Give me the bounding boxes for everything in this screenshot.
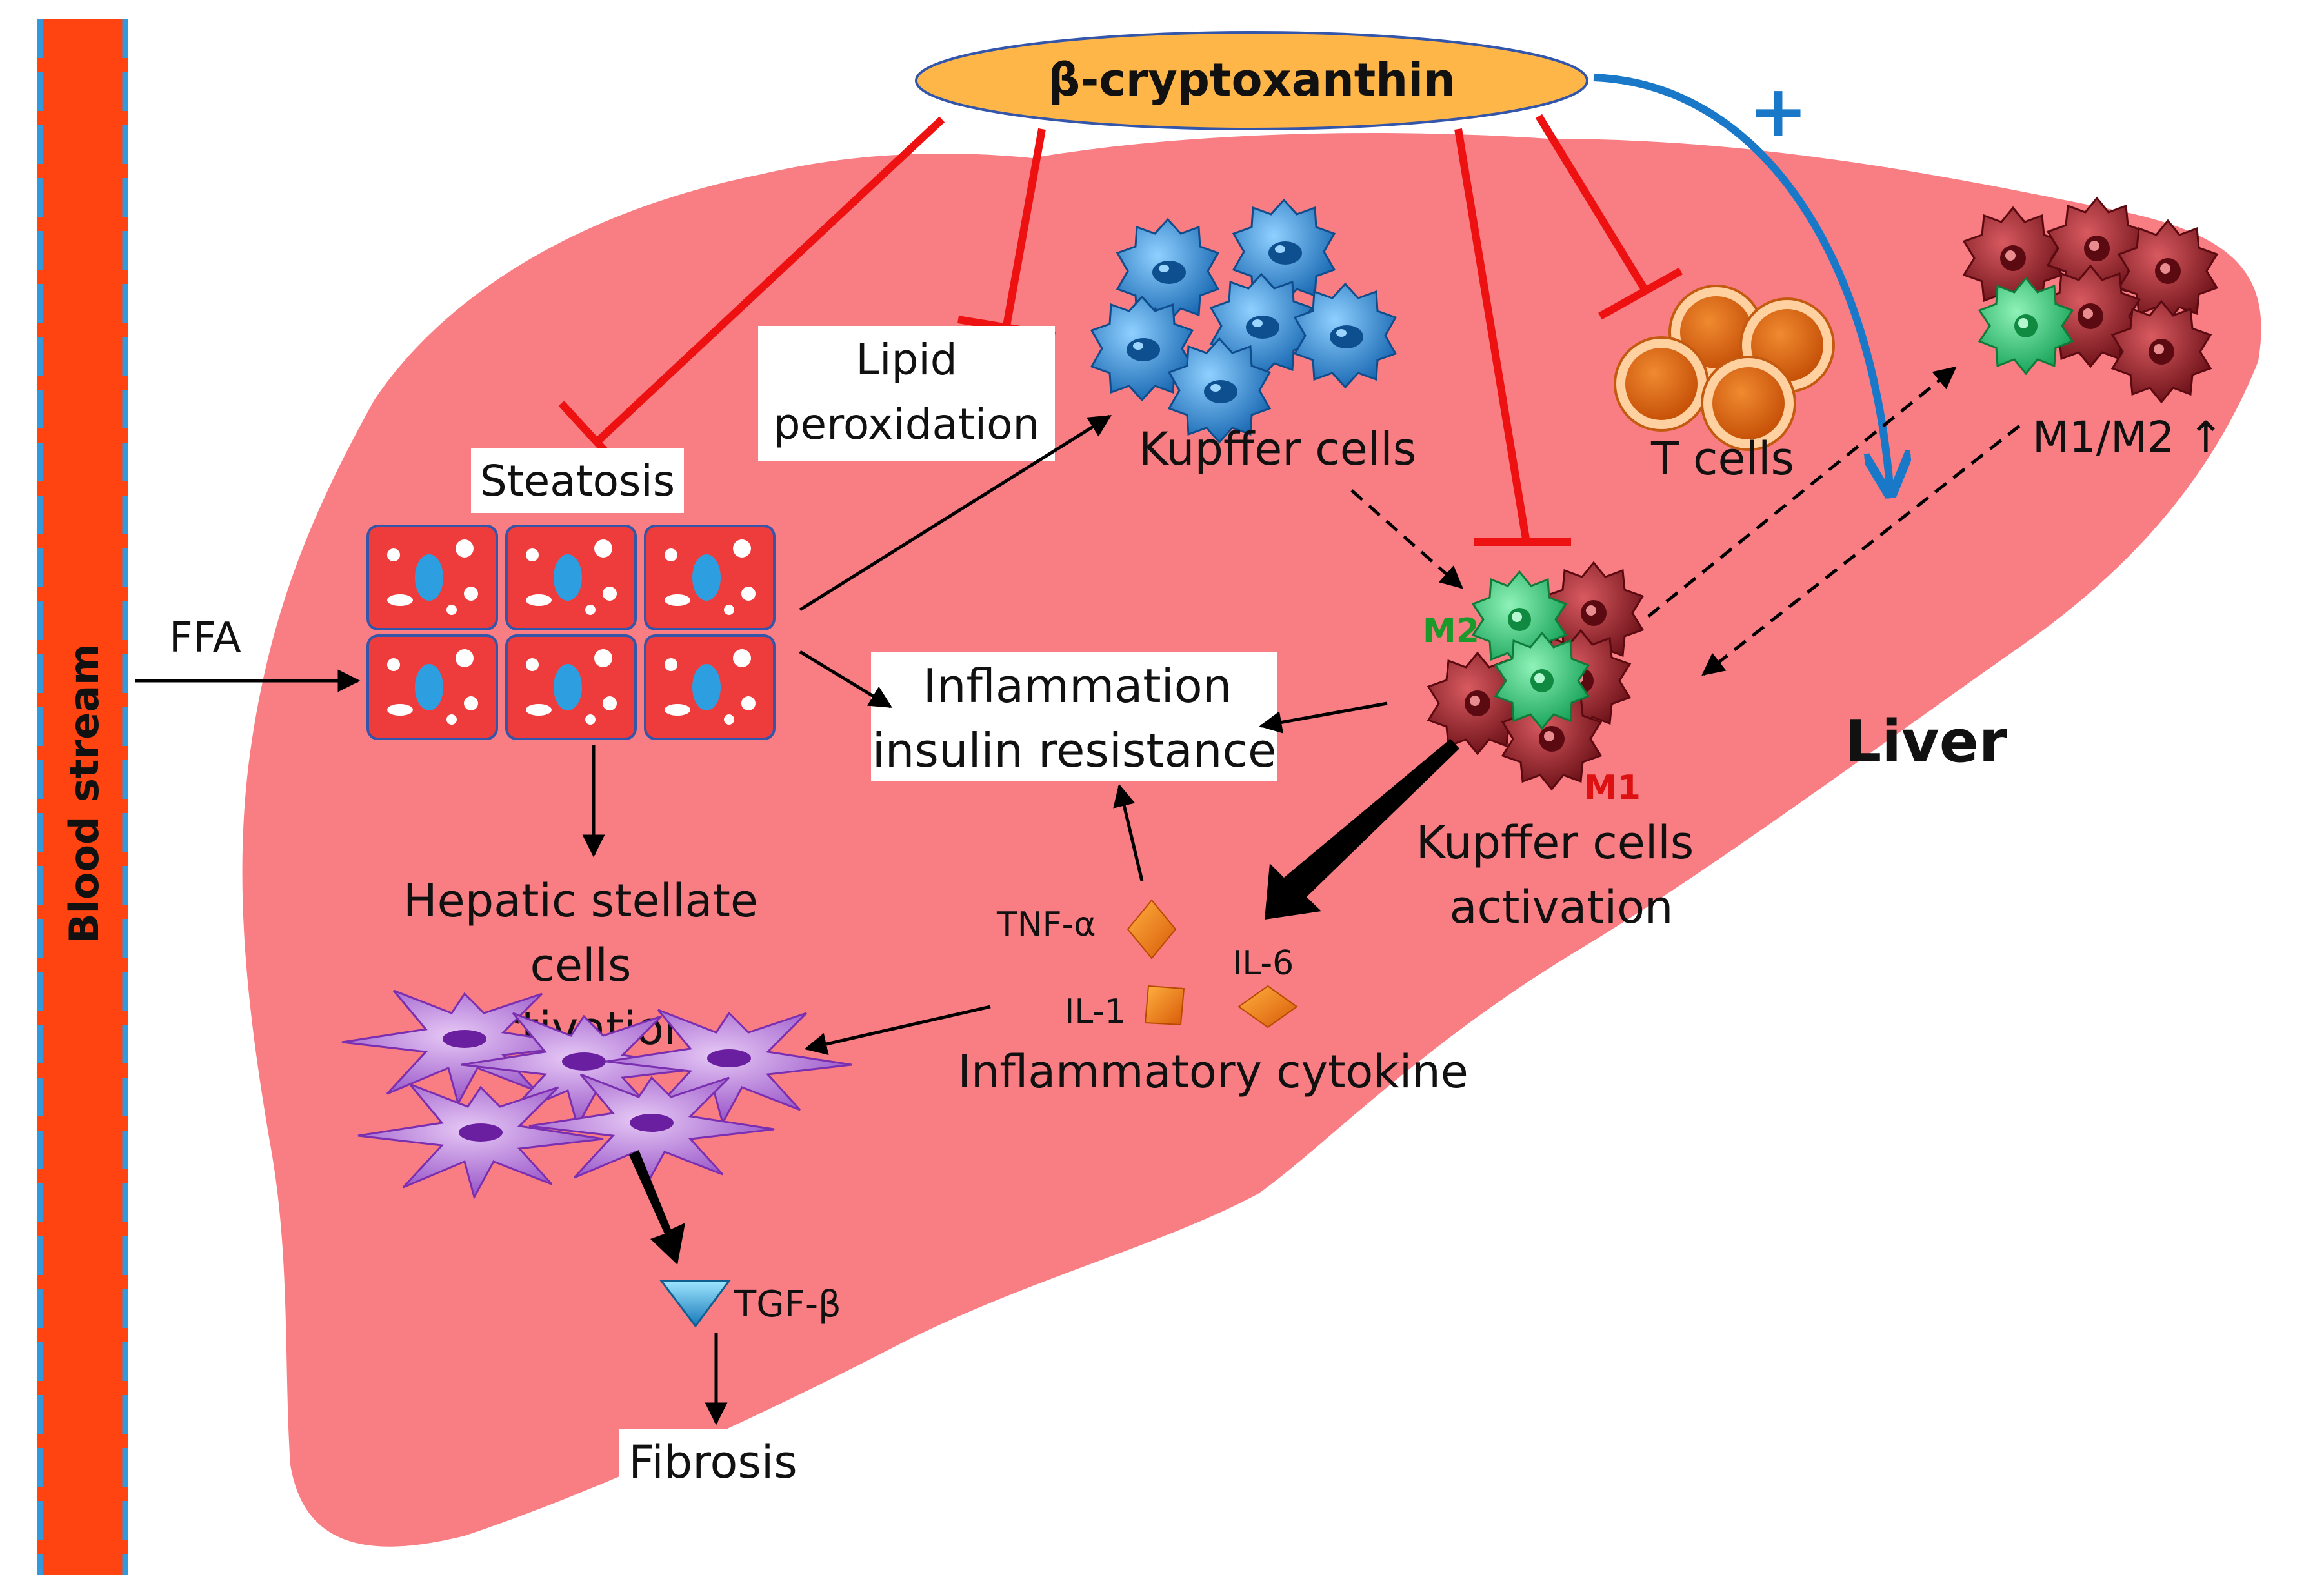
stellate-cells-cluster [341, 989, 852, 1200]
lipid-peroxidation-line1: Lipid [856, 335, 957, 385]
activated-kupffer-cluster [1427, 561, 1645, 791]
kupffer-cell [1090, 295, 1194, 402]
il6-label: IL-6 [1232, 944, 1294, 983]
tnf-alpha-label: TNF-α [996, 905, 1096, 944]
inflammation-line1: Inflammation [923, 659, 1232, 713]
blood-stream-bar [37, 19, 128, 1575]
kupffer-cell [1293, 282, 1397, 389]
tgf-beta-triangle [659, 1280, 731, 1328]
ffa-label: FFA [169, 614, 241, 662]
m1-label: M1 [1584, 769, 1641, 807]
arrow-activation-to-cytokine [1265, 739, 1459, 920]
kupffer-activation-line2: activation [1450, 881, 1674, 934]
beta-cryptoxanthin-label: β-cryptoxanthin [1048, 54, 1456, 106]
t-cell [1701, 356, 1796, 451]
il6-diamond [1237, 985, 1298, 1029]
inhibit-tcells-line [1535, 114, 1649, 293]
hepatocyte [366, 525, 498, 630]
dashed-arrow-m1m2-to-activation [1701, 425, 2021, 676]
lipid-peroxidation-line2: peroxidation [774, 399, 1040, 449]
inflammatory-cytokine-label: Inflammatory cytokine [957, 1045, 1468, 1098]
hsc-line2: cells [530, 939, 632, 992]
hsc-line1: Hepatic stellate [403, 874, 758, 927]
stellate-cell [357, 1083, 604, 1200]
hepatocyte [644, 634, 776, 740]
m2-label: M2 [1423, 612, 1479, 650]
fibrosis-box [619, 1429, 806, 1494]
m1-m2-ratio-label: M1/M2 ↑ [2032, 412, 2223, 462]
hepatocyte [644, 525, 776, 630]
liver-shape [242, 133, 2261, 1547]
arrow-hsc-to-tgf [629, 1150, 685, 1265]
t-cells-label: T cells [1650, 432, 1794, 485]
kupffer-cells-cluster [1090, 198, 1397, 444]
inhibit-steatosis-line [594, 116, 945, 445]
m1-cell [2110, 299, 2212, 404]
il1-label: IL-1 [1065, 992, 1126, 1031]
inhibit-lipid-line [1003, 128, 1046, 327]
arrow-activation-to-inflammation [1259, 701, 1388, 734]
dashed-arrow-kupffer-to-activation [1350, 489, 1463, 589]
arrow-steatosis-to-inflammation [799, 650, 892, 709]
tnf-alpha-diamond [1127, 899, 1177, 960]
liver-label: Liver [1845, 708, 2008, 776]
blood-stream-label: Blood stream [61, 643, 108, 943]
t-cells-cluster [1614, 285, 1835, 451]
il1-square [1144, 985, 1185, 1026]
kupffer-activation-line1: Kupffer cells [1416, 816, 1694, 869]
m1-cell [2117, 219, 2219, 323]
arrow-steatosis-to-kupffer [799, 414, 1112, 612]
arrow-cytokine-to-hsc [804, 1005, 991, 1056]
m2-cell [1978, 276, 2074, 376]
inflammation-box [871, 652, 1277, 781]
inflammation-line2: insulin resistance [872, 723, 1277, 778]
activate-arrow [1593, 74, 1890, 494]
hepatocyte [366, 634, 498, 740]
inhibit-kupffer-activation-line [1454, 128, 1530, 539]
m2-cell [1494, 631, 1590, 730]
kupffer-cells-label: Kupffer cells [1139, 423, 1416, 476]
arrow-tnf-to-inflammation [1113, 783, 1144, 881]
tgf-beta-label: TGF-β [734, 1283, 841, 1325]
hepatocyte [505, 634, 637, 740]
m1-m2-cluster [1962, 196, 2219, 404]
plus-sign: + [1748, 70, 1808, 152]
inhibit-tcells-bar [1598, 267, 1683, 320]
kupffer-cell [1167, 337, 1272, 444]
steatosis-label: Steatosis [480, 456, 675, 506]
dashed-arrow-activation-to-m1m2 [1647, 366, 1957, 618]
t-cell [1614, 336, 1709, 432]
fibrosis-label: Fibrosis [628, 1436, 797, 1489]
hepatocyte [505, 525, 637, 630]
m1-cell [1962, 206, 2064, 310]
beta-cryptoxanthin-ellipse [915, 31, 1588, 130]
hepatocyte-grid [366, 525, 776, 740]
steatosis-box [471, 448, 684, 513]
lipid-peroxidation-box [758, 326, 1055, 461]
